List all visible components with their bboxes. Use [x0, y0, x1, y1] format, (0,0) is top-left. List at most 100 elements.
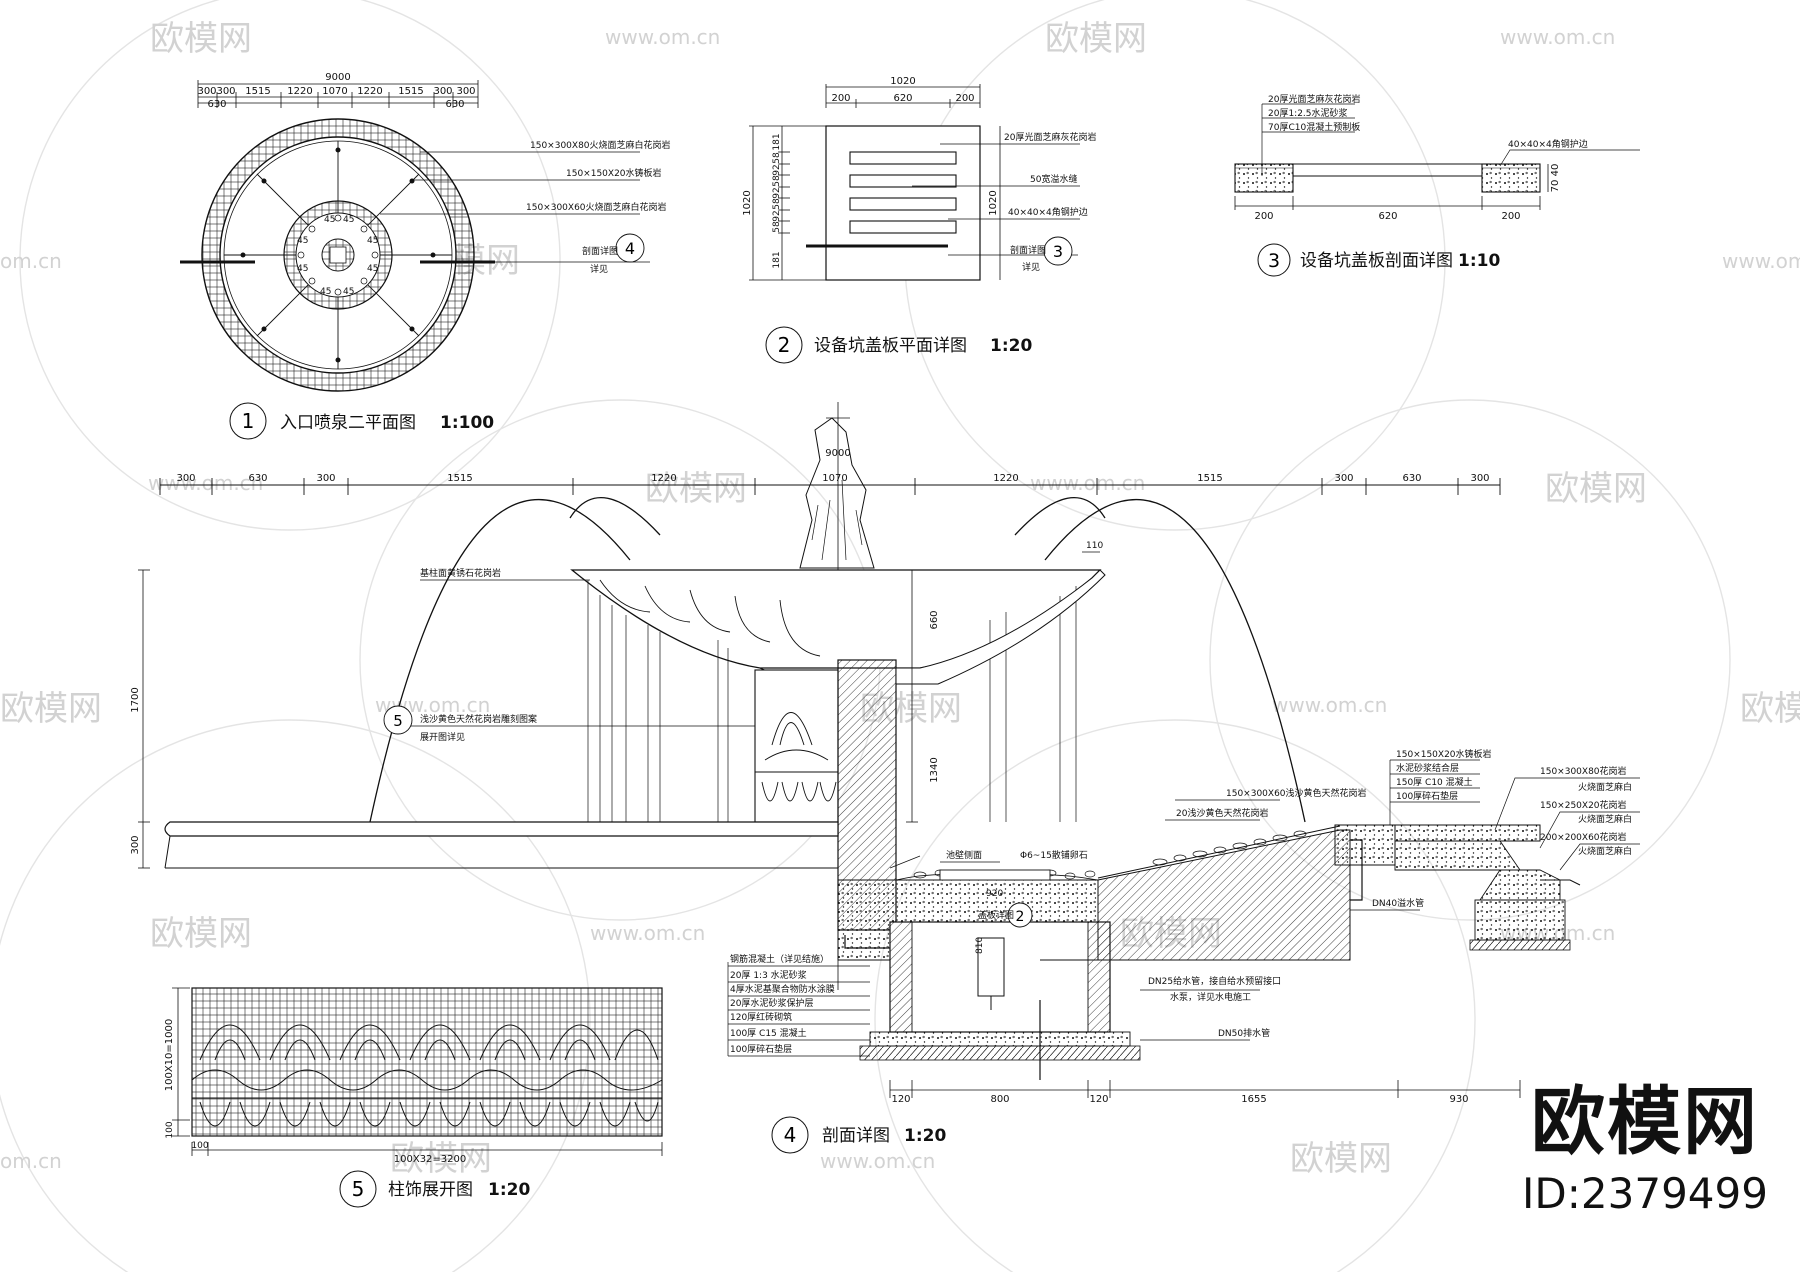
central-plume: [799, 417, 875, 569]
plan-dim: 1220: [357, 86, 382, 97]
cover-left-dim: 92: [772, 164, 782, 175]
overflow-slot: [849, 197, 957, 211]
section-dim: 300: [1470, 473, 1489, 484]
watermark-brand: 欧模网: [150, 914, 252, 954]
view3-scale: 1:10: [1458, 251, 1500, 271]
paving-layer: [1394, 824, 1541, 842]
watermark-url: www.om.cn: [148, 471, 263, 495]
watermark-brand: 欧模网: [1290, 1139, 1392, 1179]
cover-left-dim: 92: [772, 187, 782, 198]
plan-overall-dim: 9000: [325, 72, 350, 83]
height-dim: 1340: [929, 757, 940, 782]
watermark-brand: 欧模网: [150, 19, 252, 59]
cover-section-right-dim: 40: [1550, 164, 1561, 177]
ref-text: 详见: [1022, 261, 1040, 273]
section-label: 920: [986, 889, 1003, 899]
section-dim: 1220: [993, 473, 1018, 484]
watermark-url: om.cn: [0, 249, 62, 273]
view3-title: 设备坑盖板剖面详图: [1300, 251, 1453, 271]
cover-label: 50宽溢水缝: [1030, 173, 1077, 185]
plan-label: 150×300X80火烧面芝麻白花岗岩: [530, 139, 671, 151]
cover-left-dim: 58: [772, 175, 782, 187]
cover-right-overall: 1020: [988, 190, 999, 215]
cover-left-dim: 181: [772, 251, 782, 268]
watermark-url: www.om.cn: [1500, 25, 1615, 49]
ref-bubble-number: 5: [393, 712, 403, 730]
layer-label: 100厚碎石垫层: [730, 1043, 792, 1055]
cover-left-dim: 58: [772, 198, 782, 210]
cover-section-label: 20厚光面芝麻灰花岗岩: [1268, 93, 1360, 105]
watermark-brand: 欧模网: [390, 1139, 492, 1179]
ring-angle: 45: [297, 236, 308, 246]
watermark-url: www.om.cn: [1722, 249, 1800, 273]
edge-label: 150×300X80花岗岩: [1540, 765, 1627, 777]
title-bubble: [339, 1170, 377, 1208]
bottom-dim: 1655: [1241, 1094, 1266, 1105]
paving-layer-label: 150×150X20水铸板岩: [1396, 748, 1492, 760]
layer-label: 120厚红砖砌筑: [730, 1011, 792, 1023]
ref-bubble-number: 2: [1016, 909, 1025, 925]
ref-text: 剖面详图: [1010, 244, 1046, 256]
plan-dim: 1070: [322, 86, 347, 97]
watermark-brand: 欧模网: [1045, 19, 1147, 59]
ring-angle: 45: [367, 236, 378, 246]
title-number: 1: [242, 409, 255, 433]
cover-top-dim: 200: [955, 93, 974, 104]
view5-title: 柱饰展开图: [388, 1180, 473, 1200]
bottom-dim: 120: [891, 1094, 910, 1105]
ornament-small-dim: 100: [165, 1121, 175, 1138]
angle-label: 40×40×4角钢护边: [1508, 138, 1588, 150]
ornament-width: 100X32=3200: [394, 1154, 467, 1165]
watermark-brand: 欧模网: [1545, 469, 1647, 509]
section-label: 池壁侧面: [946, 849, 982, 861]
cover-top-dim: 620: [893, 93, 912, 104]
ornament-height: 100X10=1000: [164, 1019, 175, 1092]
plan-dim: 300: [433, 86, 452, 97]
brand-logo: 欧模网 ID:2379499: [1500, 1085, 1790, 1219]
brand-name: 欧模网: [1531, 1079, 1759, 1165]
section-dim: 300: [176, 473, 195, 484]
paving-layer-label: 150厚 C10 混凝土: [1396, 776, 1473, 788]
title-bubble: [229, 402, 267, 440]
view1-title: 入口喷泉二平面图: [280, 413, 416, 433]
view1-plan: 9000 300 300 1515 1220 1070 1220 1515 30…: [180, 72, 671, 440]
section-dim: 1515: [1197, 473, 1222, 484]
plan-dim: 1220: [287, 86, 312, 97]
cover-left-dim: 181: [772, 133, 782, 150]
height-dim: 1700: [130, 687, 141, 712]
cover-section-slab: [1234, 163, 1294, 193]
layer-label: 钢筋混凝土（详见结施）: [730, 953, 829, 965]
section-dim: 630: [248, 473, 267, 484]
plan-dim: 1515: [398, 86, 423, 97]
watermark-url: www.om.cn: [1272, 693, 1387, 717]
edge-label-sub: 火烧面芝麻白: [1578, 813, 1632, 825]
plan-sub-dim: 630: [207, 99, 226, 110]
view1-scale: 1:100: [440, 413, 494, 433]
cover-section-dim: 200: [1254, 211, 1273, 222]
view2-scale: 1:20: [990, 336, 1032, 356]
ornament-panel: [191, 987, 663, 1137]
cover-left-dim: 58: [772, 152, 782, 164]
pool-rim: [164, 821, 839, 837]
section-label: 盖板详图: [978, 909, 1014, 921]
section-label: DN25给水管，接自给水预留接口: [1148, 975, 1281, 987]
cover-top-overall: 1020: [890, 76, 915, 87]
plan-dim: 300: [456, 86, 475, 97]
brand-id: ID:2379499: [1522, 1169, 1768, 1218]
ref-text: 详见: [590, 263, 608, 275]
section-dim: 300: [1334, 473, 1353, 484]
ref-bubble-number: 3: [1053, 242, 1063, 261]
edge-label-sub: 火烧面芝麻白: [1578, 845, 1632, 857]
section-label: 水泵，详见水电施工: [1170, 991, 1251, 1003]
section-label: Φ6~15散铺卵石: [1020, 849, 1088, 861]
view3-cover-section: 20厚光面芝麻灰花岗岩 20厚1:2.5水泥砂浆 70厚C10混凝土预制板 40…: [1234, 93, 1640, 277]
cover-left-overall: 1020: [742, 190, 753, 215]
ring-angle: 45: [343, 287, 354, 297]
watermark-brand: 欧模网: [1740, 689, 1800, 729]
view2-title: 设备坑盖板平面详图: [814, 336, 967, 356]
title-bubble: [1257, 243, 1291, 277]
section-dim: 1070: [822, 473, 847, 484]
title-number: 2: [778, 333, 791, 357]
section-label: DN50排水管: [1218, 1027, 1270, 1039]
